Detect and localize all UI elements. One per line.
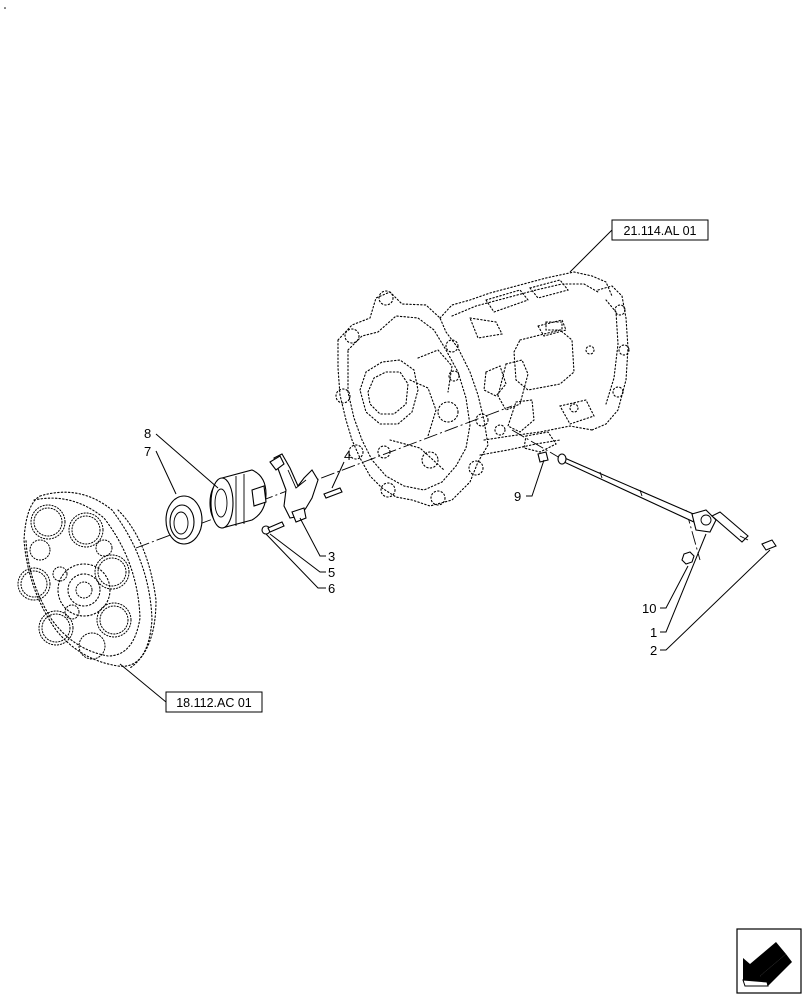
corner-mark <box>4 7 6 9</box>
callout-6: 6 <box>328 581 335 596</box>
release-fork <box>269 453 319 523</box>
lever <box>711 511 749 543</box>
callout-1: 1 <box>650 625 657 640</box>
transmission-housing-icon <box>335 271 630 507</box>
seal-ring <box>165 495 203 545</box>
callout-10: 10 <box>642 601 656 616</box>
nut <box>681 551 695 565</box>
cross-shaft <box>557 453 717 533</box>
callout-2: 2 <box>650 643 657 658</box>
reference-box-lower[interactable]: 18.112.AC 01 <box>165 691 263 713</box>
leader-lines <box>119 229 771 703</box>
callout-7: 7 <box>144 444 151 459</box>
release-bearing <box>209 469 267 529</box>
flywheel-gear-icon <box>17 491 157 669</box>
callout-3: 3 <box>328 549 335 564</box>
reference-box-upper[interactable]: 21.114.AL 01 <box>611 219 709 241</box>
bolt-and-washer <box>261 521 285 535</box>
arrow-in-box-icon <box>736 928 802 994</box>
reference-upper-text: 21.114.AL 01 <box>624 224 697 238</box>
lever-pin <box>761 539 777 551</box>
callout-5: 5 <box>328 565 335 580</box>
reference-lower-text: 18.112.AC 01 <box>176 696 252 710</box>
plug <box>537 451 549 463</box>
pin <box>323 487 343 499</box>
shaft-axis-line <box>511 429 561 459</box>
callout-4: 4 <box>344 448 351 463</box>
callout-9: 9 <box>514 489 521 504</box>
callout-8: 8 <box>144 426 151 441</box>
